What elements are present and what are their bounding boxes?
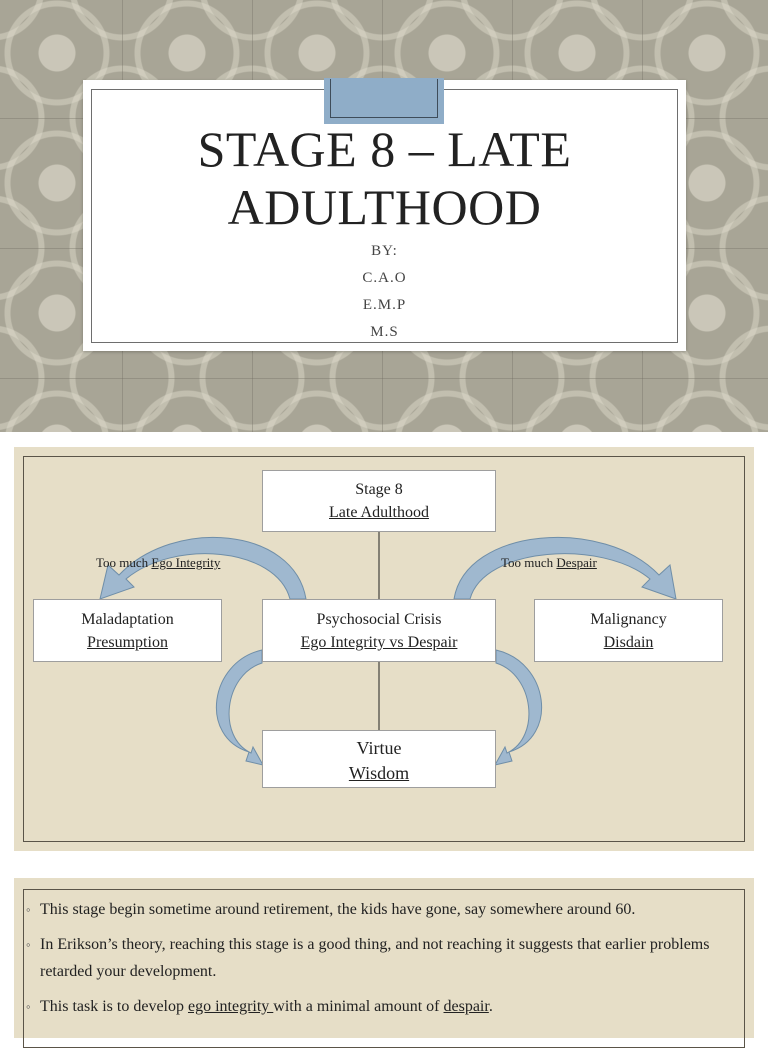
bullet-item-1: ◦ This stage begin sometime around retir… (26, 896, 746, 923)
bullet-item-3: ◦ This task is to develop ego integrity … (26, 993, 746, 1020)
box-crisis-line1: Psychosocial Crisis (316, 611, 442, 628)
bullet-icon: ◦ (26, 902, 31, 917)
box-malignancy: Malignancy Disdain (534, 599, 723, 662)
box-stage-8-line1: Stage 8 (355, 481, 403, 498)
box-virtue-line2: Wisdom (348, 763, 410, 783)
title-slide: STAGE 8 – LATE ADULTHOOD BY: C.A.O E.M.P… (0, 0, 768, 432)
curved-arrow-bottom-left (215, 649, 264, 766)
author-1: C.A.O (362, 270, 407, 286)
bullet-icon: ◦ (26, 999, 31, 1014)
box-crisis-line2: Ego Integrity vs Despair (300, 634, 458, 651)
curved-arrow-top-left (99, 537, 307, 600)
author-3: M.S (370, 324, 399, 340)
slide-title-line1: STAGE 8 – LATE (197, 121, 572, 177)
diagram-frame (23, 456, 745, 842)
bullet-list: ◦ This stage begin sometime around retir… (26, 896, 746, 1028)
by-label: BY: (371, 243, 398, 259)
box-maladaptation: Maladaptation Presumption (33, 599, 222, 662)
diagram-slide: Stage 8 Late Adulthood Psychosocial Cris… (14, 447, 754, 851)
box-malignancy-line2: Disdain (603, 634, 654, 651)
box-virtue: Virtue Wisdom (262, 730, 496, 788)
box-stage-8: Stage 8 Late Adulthood (262, 470, 496, 532)
box-psychosocial-crisis: Psychosocial Crisis Ego Integrity vs Des… (262, 599, 496, 662)
curved-arrow-top-right (453, 536, 677, 600)
title-card-tab (324, 78, 444, 124)
label-too-much-despair: Too much Despair (501, 555, 597, 570)
box-maladaptation-line1: Maladaptation (81, 611, 174, 628)
slide-title: STAGE 8 – LATE ADULTHOOD (83, 120, 686, 236)
authors-block: BY: C.A.O E.M.P M.S (83, 238, 686, 346)
bullet-icon: ◦ (26, 937, 31, 952)
label-too-much-ego-integrity: Too much Ego Integrity (96, 555, 221, 570)
box-maladaptation-line2: Presumption (87, 634, 168, 651)
author-2: E.M.P (362, 297, 407, 313)
title-card: STAGE 8 – LATE ADULTHOOD BY: C.A.O E.M.P… (83, 78, 686, 351)
box-stage-8-line2: Late Adulthood (329, 504, 429, 521)
bullet-item-2: ◦ In Erikson’s theory, reaching this sta… (26, 931, 746, 985)
curved-arrow-bottom-right (494, 649, 543, 766)
box-virtue-line1: Virtue (356, 738, 402, 758)
box-malignancy-line1: Malignancy (590, 611, 667, 628)
diagram-connectors (99, 532, 677, 766)
slide-title-line2: ADULTHOOD (227, 179, 542, 235)
text-slide: ◦ This stage begin sometime around retir… (14, 878, 754, 1048)
